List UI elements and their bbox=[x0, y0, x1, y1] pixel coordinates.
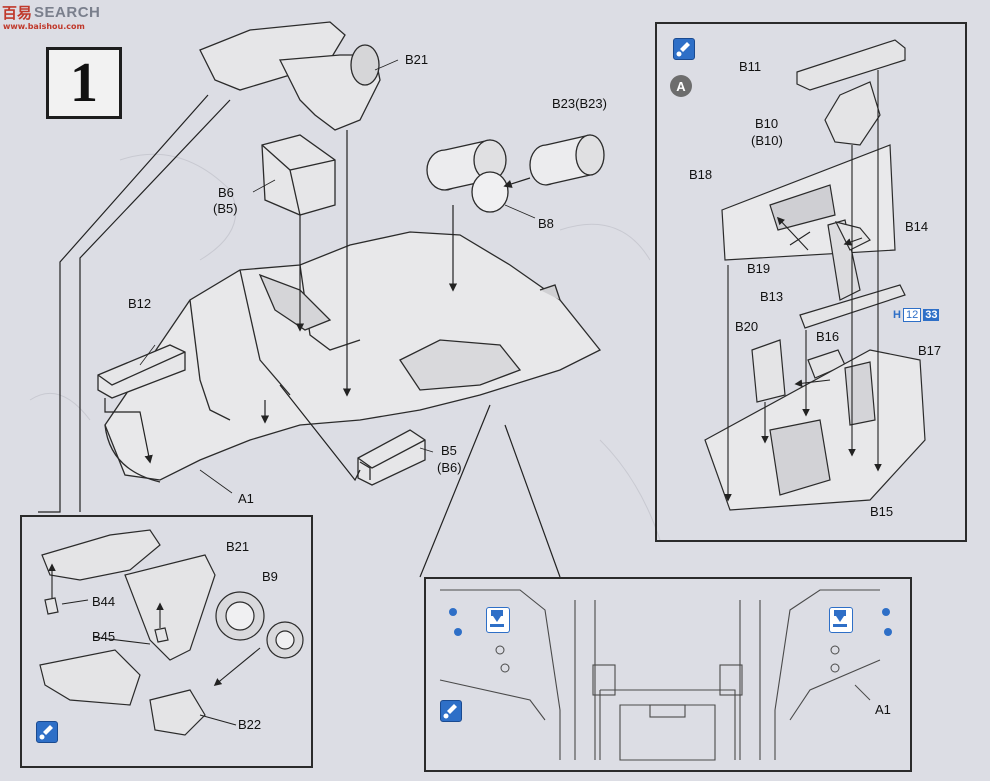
option-marker-text: A bbox=[676, 78, 686, 94]
part-b23-cylinders bbox=[426, 134, 605, 213]
label-b20: B20 bbox=[735, 319, 759, 334]
label-b11: B11 bbox=[739, 59, 762, 74]
glue-drop-icon bbox=[673, 38, 695, 60]
label-b19: B19 bbox=[747, 261, 771, 276]
detail-left-guides bbox=[48, 563, 261, 726]
assembly-guide-lines bbox=[104, 130, 531, 482]
drill-hole-icon bbox=[829, 607, 853, 633]
label-b5: B5 bbox=[441, 443, 457, 458]
label-detail-b44: B44 bbox=[92, 594, 116, 609]
label-b8: B8 bbox=[538, 216, 554, 231]
watermark-logo-text: 百易 bbox=[2, 4, 33, 22]
glue-drop-icon bbox=[440, 700, 462, 722]
reference-num-1: 12 bbox=[902, 308, 922, 322]
label-detail-b45: B45 bbox=[92, 629, 116, 644]
detail-panel-bottom bbox=[424, 577, 912, 772]
label-b13: B13 bbox=[760, 289, 784, 304]
step-number-box: 1 bbox=[46, 47, 122, 119]
label-leaders bbox=[139, 59, 536, 494]
part-b20 bbox=[751, 339, 786, 403]
label-b18: B18 bbox=[689, 167, 713, 182]
detail-panel-left bbox=[20, 515, 313, 768]
label-b10-alt: (B10) bbox=[751, 133, 783, 148]
reference-prefix: H bbox=[893, 309, 901, 321]
label-b14: B14 bbox=[905, 219, 929, 234]
step-number: 1 bbox=[70, 52, 98, 114]
label-b15: B15 bbox=[870, 504, 894, 519]
drill-hole-icon bbox=[486, 607, 510, 633]
part-b10 bbox=[824, 81, 881, 146]
detail-bottom-drawing bbox=[439, 589, 881, 761]
label-b17: B17 bbox=[918, 343, 942, 358]
detail-bottom-holes bbox=[449, 608, 892, 636]
label-b16: B16 bbox=[816, 329, 840, 344]
option-marker-a: A bbox=[670, 75, 692, 97]
part-b6 bbox=[261, 134, 336, 216]
label-detail-b21: B21 bbox=[226, 539, 250, 554]
part-b12 bbox=[97, 344, 186, 399]
reference-num-2: 33 bbox=[923, 309, 940, 321]
reference-tag: H 12 33 bbox=[893, 308, 940, 322]
part-b5 bbox=[357, 429, 426, 486]
label-b21: B21 bbox=[405, 52, 429, 67]
watermark-brand: SEARCH bbox=[34, 4, 101, 21]
callout-lines bbox=[38, 94, 561, 578]
label-b12: B12 bbox=[128, 296, 152, 311]
watermark-logo: 百易 SEARCH bbox=[2, 2, 100, 23]
label-b6: B6 bbox=[218, 185, 234, 200]
cockpit-detail-panel bbox=[655, 22, 967, 542]
detail-left-drawing bbox=[39, 529, 304, 736]
part-b11 bbox=[796, 39, 906, 91]
label-b6-alt: (B5) bbox=[213, 201, 238, 216]
label-detail-b9: B9 bbox=[262, 569, 278, 584]
label-detail-a1: A1 bbox=[875, 702, 891, 717]
label-b23: B23(B23) bbox=[552, 96, 607, 111]
watermark-url: www.baishou.com bbox=[3, 22, 85, 31]
label-detail-b22: B22 bbox=[238, 717, 262, 732]
label-a1: A1 bbox=[238, 491, 254, 506]
glue-drop-icon bbox=[36, 721, 58, 743]
fuselage-part-a1 bbox=[104, 231, 602, 483]
cockpit-guides bbox=[724, 70, 882, 502]
part-b21 bbox=[199, 21, 381, 131]
label-b10: B10 bbox=[755, 116, 779, 131]
label-b5-alt: (B6) bbox=[437, 460, 462, 475]
